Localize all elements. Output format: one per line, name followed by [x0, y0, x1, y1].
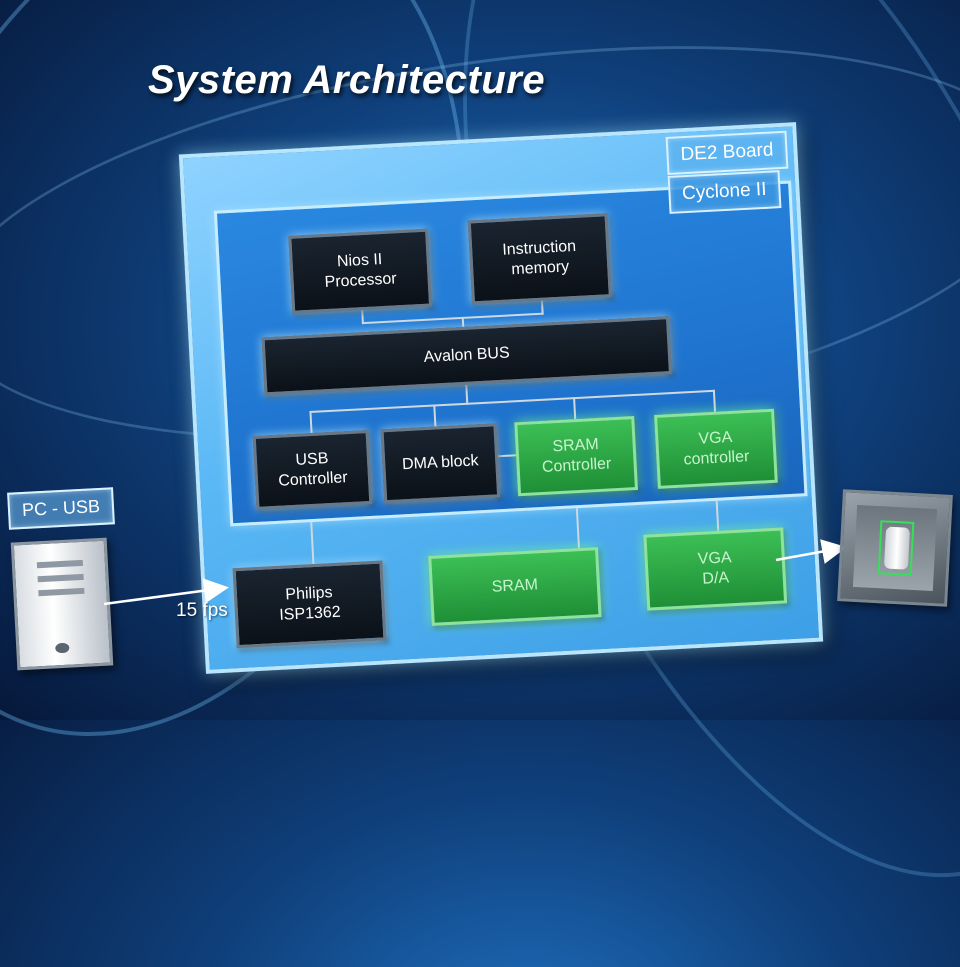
- de2-board-label: DE2 Board: [665, 130, 789, 175]
- wire-dma: [433, 404, 437, 427]
- wire-top-horizontal: [361, 312, 544, 325]
- cyclone-ii-label: Cyclone II: [667, 170, 782, 214]
- page-title: System Architecture: [148, 58, 546, 102]
- vga-da-block: VGA D/A: [643, 527, 788, 611]
- pc-tower-icon: [10, 537, 114, 671]
- cyclone-ii-fpga: Cyclone II Nios II Processor Instruction…: [213, 170, 808, 527]
- vga-controller-block: VGA controller: [654, 408, 778, 489]
- wire-sram-ctrl-sram: [575, 508, 580, 549]
- usb-controller-block: USB Controller: [252, 429, 373, 510]
- philips-isp1362-block: Philips ISP1362: [232, 560, 387, 649]
- sram-controller-block: SRAM Controller: [514, 416, 639, 497]
- drive-bay: [36, 559, 84, 569]
- sram-chip-block: SRAM: [428, 547, 602, 626]
- drive-bay: [38, 587, 85, 597]
- pc-usb-label: PC - USB: [7, 487, 115, 530]
- wire-usb: [309, 410, 313, 434]
- power-led: [55, 642, 70, 654]
- wire-vga-ctrl: [712, 389, 717, 412]
- de2-board: DE2 Board Cyclone II Nios II Processor I…: [178, 122, 824, 674]
- drive-bay: [37, 573, 84, 583]
- fps-label: 15 fps: [176, 600, 228, 621]
- monitor-screen: [852, 504, 938, 592]
- wire-dma-sram: [497, 454, 517, 458]
- dma-block: DMA block: [380, 423, 501, 504]
- instruction-memory-block: Instruction memory: [467, 213, 612, 305]
- wire-sram-ctrl: [573, 397, 577, 420]
- monitor-icon: [837, 489, 953, 607]
- wire-usb-philips: [310, 522, 315, 565]
- tracking-box: [877, 520, 915, 576]
- avalon-bus-block: Avalon BUS: [261, 316, 672, 396]
- nios-ii-processor-block: Nios II Processor: [288, 228, 433, 314]
- wire-bottom-horizontal: [309, 389, 715, 414]
